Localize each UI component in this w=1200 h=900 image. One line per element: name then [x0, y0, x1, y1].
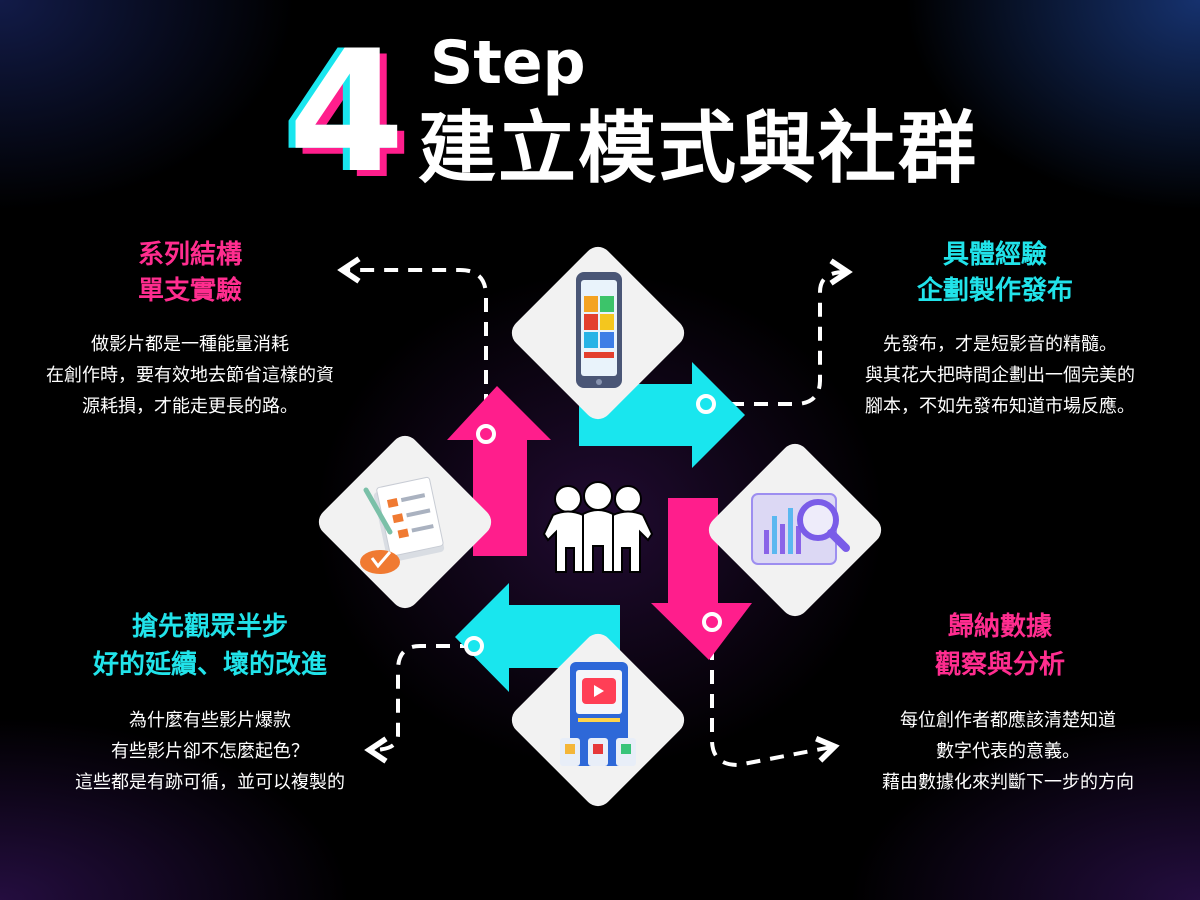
- section-2-body-line3: 腳本，不如先發布知道市場反應。: [865, 396, 1135, 417]
- section-4-body-line2: 數字代表的意義。: [936, 741, 1080, 762]
- section-4-body-line3: 藉由數據化來判斷下一步的方向: [882, 772, 1134, 793]
- section-1-body-line1: 做影片都是一種能量消耗: [91, 334, 289, 355]
- smartphone-app-icon: [576, 272, 622, 388]
- section-1-heading-line2: 單支實驗: [137, 276, 242, 306]
- section-2-heading-line2: 企劃製作發布: [916, 276, 1073, 306]
- section-3-body-line2: 有些影片卻不怎麼起色？: [111, 741, 309, 762]
- section-4-heading-line2: 觀察與分析: [934, 650, 1065, 680]
- section-3-body-line1: 為什麼有些影片爆款: [129, 710, 291, 731]
- page-title: 建立模式與社群: [418, 104, 979, 194]
- section-1-body-line2: 在創作時，要有效地去節省這樣的資: [46, 365, 334, 386]
- dot-top-right: [696, 394, 716, 414]
- dot-top-left: [476, 424, 496, 444]
- step-label: Step: [430, 28, 586, 98]
- section-3-body-line3: 這些都是有跡可循，並可以複製的: [75, 772, 345, 793]
- section-4-heading-line1: 歸納數據: [947, 612, 1052, 642]
- connector-bottom-right: [710, 622, 840, 768]
- step-number: 4: [288, 14, 405, 210]
- section-4-body-line1: 每位創作者都應該清楚知道: [900, 710, 1116, 731]
- video-player-icon: [560, 662, 636, 766]
- section-2-body-line1: 先發布，才是短影音的精髓。: [883, 334, 1117, 355]
- section-3-heading-line2: 好的延續、壞的改進: [92, 650, 327, 680]
- dot-bottom-right: [702, 612, 722, 632]
- section-2-body-line2: 與其花大把時間企劃出一個完美的: [865, 365, 1135, 386]
- section-3-heading-line1: 搶先觀眾半步: [131, 612, 288, 642]
- dot-bottom-left: [464, 636, 484, 656]
- clipboard-checklist-icon: [360, 476, 445, 574]
- section-1-heading-line1: 系列結構: [137, 240, 242, 270]
- section-1-body-line3: 源耗損，才能走更長的路。: [82, 396, 298, 417]
- connector-bottom-left: [364, 644, 474, 764]
- data-analysis-magnifier-icon: [751, 493, 850, 565]
- connector-top-right: [706, 258, 853, 406]
- arrow-down-pink: [651, 498, 752, 660]
- section-2-heading-line1: 具體經驗: [942, 240, 1047, 270]
- team-huddle-icon: [542, 481, 654, 573]
- connector-top-left: [337, 256, 488, 432]
